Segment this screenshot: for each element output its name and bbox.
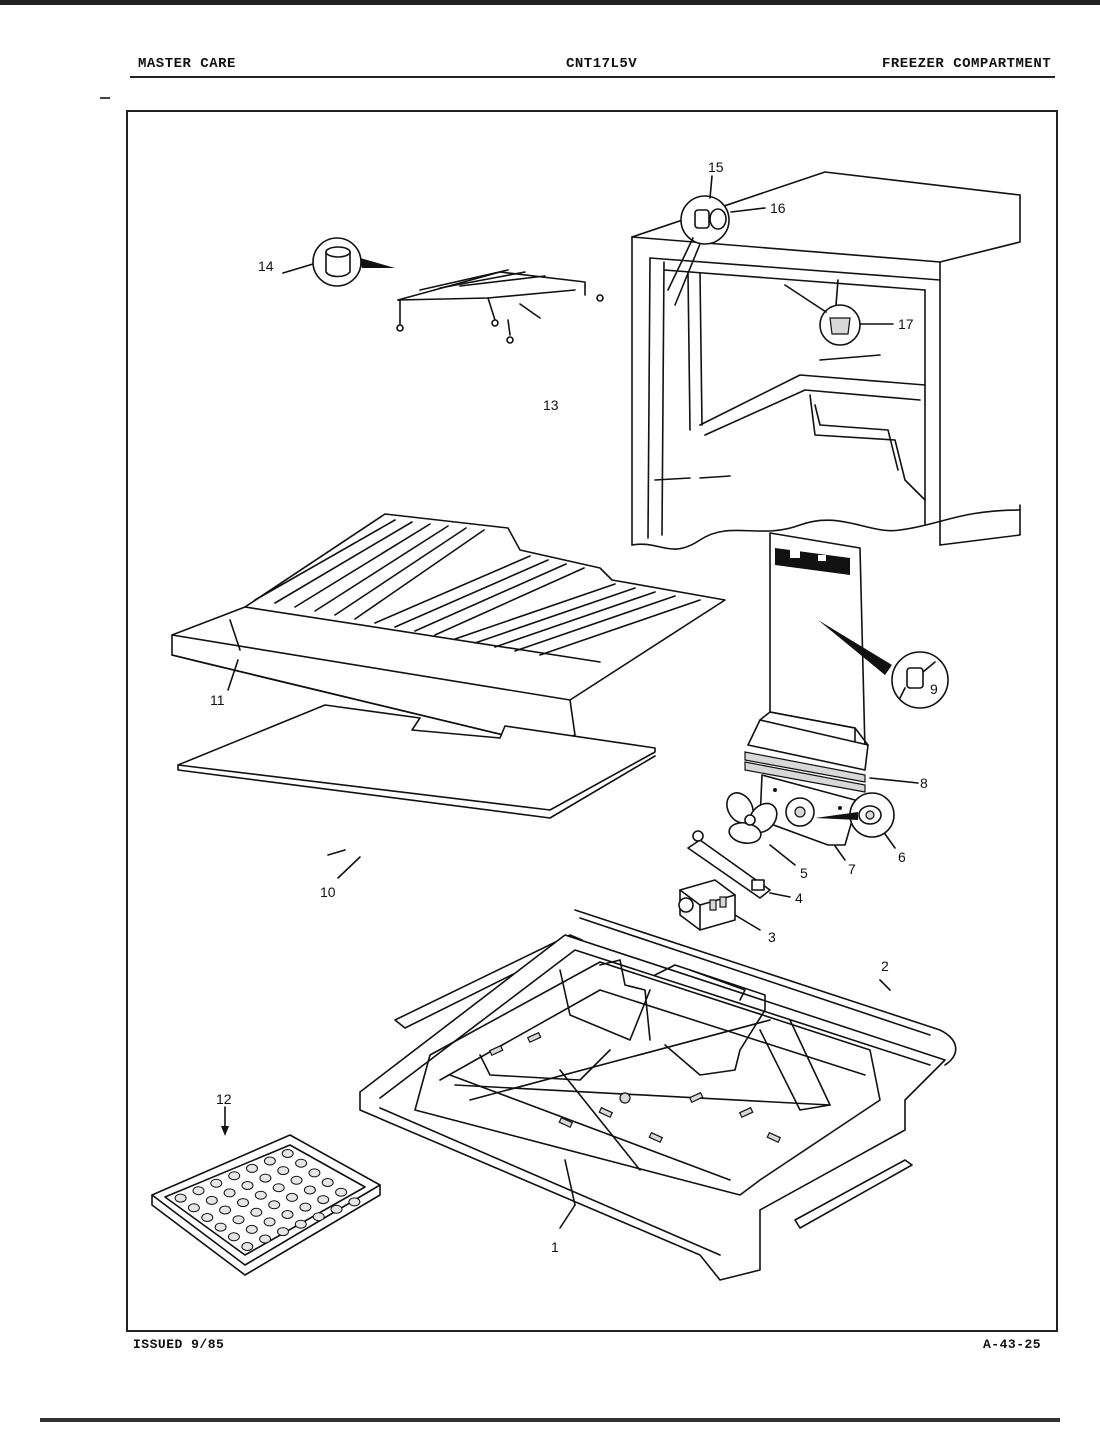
grommet-detail-6 [815,792,896,849]
ice-cube-cell [263,1217,276,1227]
ice-cube-cell [321,1178,334,1187]
ice-cube-cell [241,1242,254,1251]
ice-cube-cell [348,1197,361,1207]
ice-cube-cell [254,1190,267,1200]
ice-cube-cell [312,1212,325,1222]
top-edge-rule [0,0,1100,5]
fan-motor-3 [678,879,761,931]
callout-13: 13 [543,397,559,413]
footer-issued: ISSUED 9/85 [133,1337,225,1352]
fan-switch-detail-9 [818,620,949,709]
callout-5: 5 [800,865,808,881]
ice-cube-cell [246,1163,258,1173]
ice-tray-12 [151,1106,381,1276]
callout-10: 10 [320,884,336,900]
callout-15: 15 [708,159,724,175]
ice-cube-cell [335,1187,348,1197]
callout-6: 6 [898,849,906,865]
header-model: CNT17L5V [566,56,638,72]
ice-cube-cell [214,1222,227,1232]
ice-cube-cell [228,1171,241,1181]
ice-cube-cell [210,1178,223,1188]
ice-cube-cell [295,1158,308,1168]
ice-cube-cell [290,1175,303,1185]
ice-cube-cell [299,1202,312,1212]
ice-cube-cell [245,1224,258,1234]
motor-bracket-4 [687,830,791,899]
diagram-frame [126,110,1058,1332]
callout-4: 4 [795,890,803,906]
callout-12: 12 [216,1091,232,1107]
ice-cube-cell [277,1166,290,1176]
header-rule [130,76,1055,78]
ice-cube-cell [187,1203,200,1213]
ice-cube-cell [303,1185,316,1195]
thermostat-knob-detail [784,279,894,346]
ice-cube-cell [250,1207,263,1217]
evaporator-pan-1 [359,934,946,1281]
ice-cube-cell [227,1232,240,1242]
margin-tick [100,97,110,99]
callout-11: 11 [210,692,225,708]
ice-cube-cell [223,1188,236,1198]
ice-cube-cell [237,1198,249,1208]
callout-9: 9 [930,681,938,697]
ice-cube-cell [286,1192,298,1202]
ice-cube-cell [205,1195,218,1205]
ice-cube-cell [192,1186,205,1196]
ice-cube-cell [281,1210,294,1219]
header-brand: MASTER CARE [138,56,236,72]
ice-cube-cell [263,1156,276,1166]
ice-cube-cell [268,1200,281,1210]
ice-cube-cell [232,1215,245,1225]
callout-1: 1 [551,1239,559,1255]
ice-cube-cell [277,1227,289,1237]
wire-shelf-11 [171,513,726,746]
light-socket-detail [667,175,766,306]
ice-cube-cell [294,1219,307,1229]
ice-cube-cell [281,1149,294,1158]
ice-cube-cell [308,1168,321,1178]
shelf-hanger-13 [396,269,604,344]
callout-8: 8 [920,775,928,791]
ice-cube-cell [259,1234,272,1244]
ice-cube-cell [317,1195,330,1205]
glass-shelf-10 [177,704,656,879]
callout-3: 3 [768,929,776,945]
ice-cube-cell [219,1205,232,1215]
ice-cube-cell [330,1204,343,1214]
callout-17: 17 [898,316,914,332]
callout-16: 16 [770,200,786,216]
header-section: FREEZER COMPARTMENT [882,56,1052,72]
ice-cube-cell [201,1213,214,1222]
fan-blade-5 [726,792,796,866]
callout-2: 2 [881,958,889,974]
ice-cube-cell [241,1181,254,1190]
bottom-edge-rule [40,1418,1060,1422]
footer-page-code: A-43-25 [983,1337,1042,1352]
ice-cube-cell [272,1183,285,1193]
ice-tray-cells [174,1149,361,1251]
freezer-cabinet [631,171,1021,550]
evaporator-cover-8 [744,532,919,793]
ice-cube-cell [259,1173,272,1183]
ice-cube-cell [174,1193,187,1203]
leader-lines [327,849,346,856]
callout-7: 7 [848,861,856,877]
callout-14: 14 [258,258,274,274]
glide-detail-14 [282,237,395,287]
